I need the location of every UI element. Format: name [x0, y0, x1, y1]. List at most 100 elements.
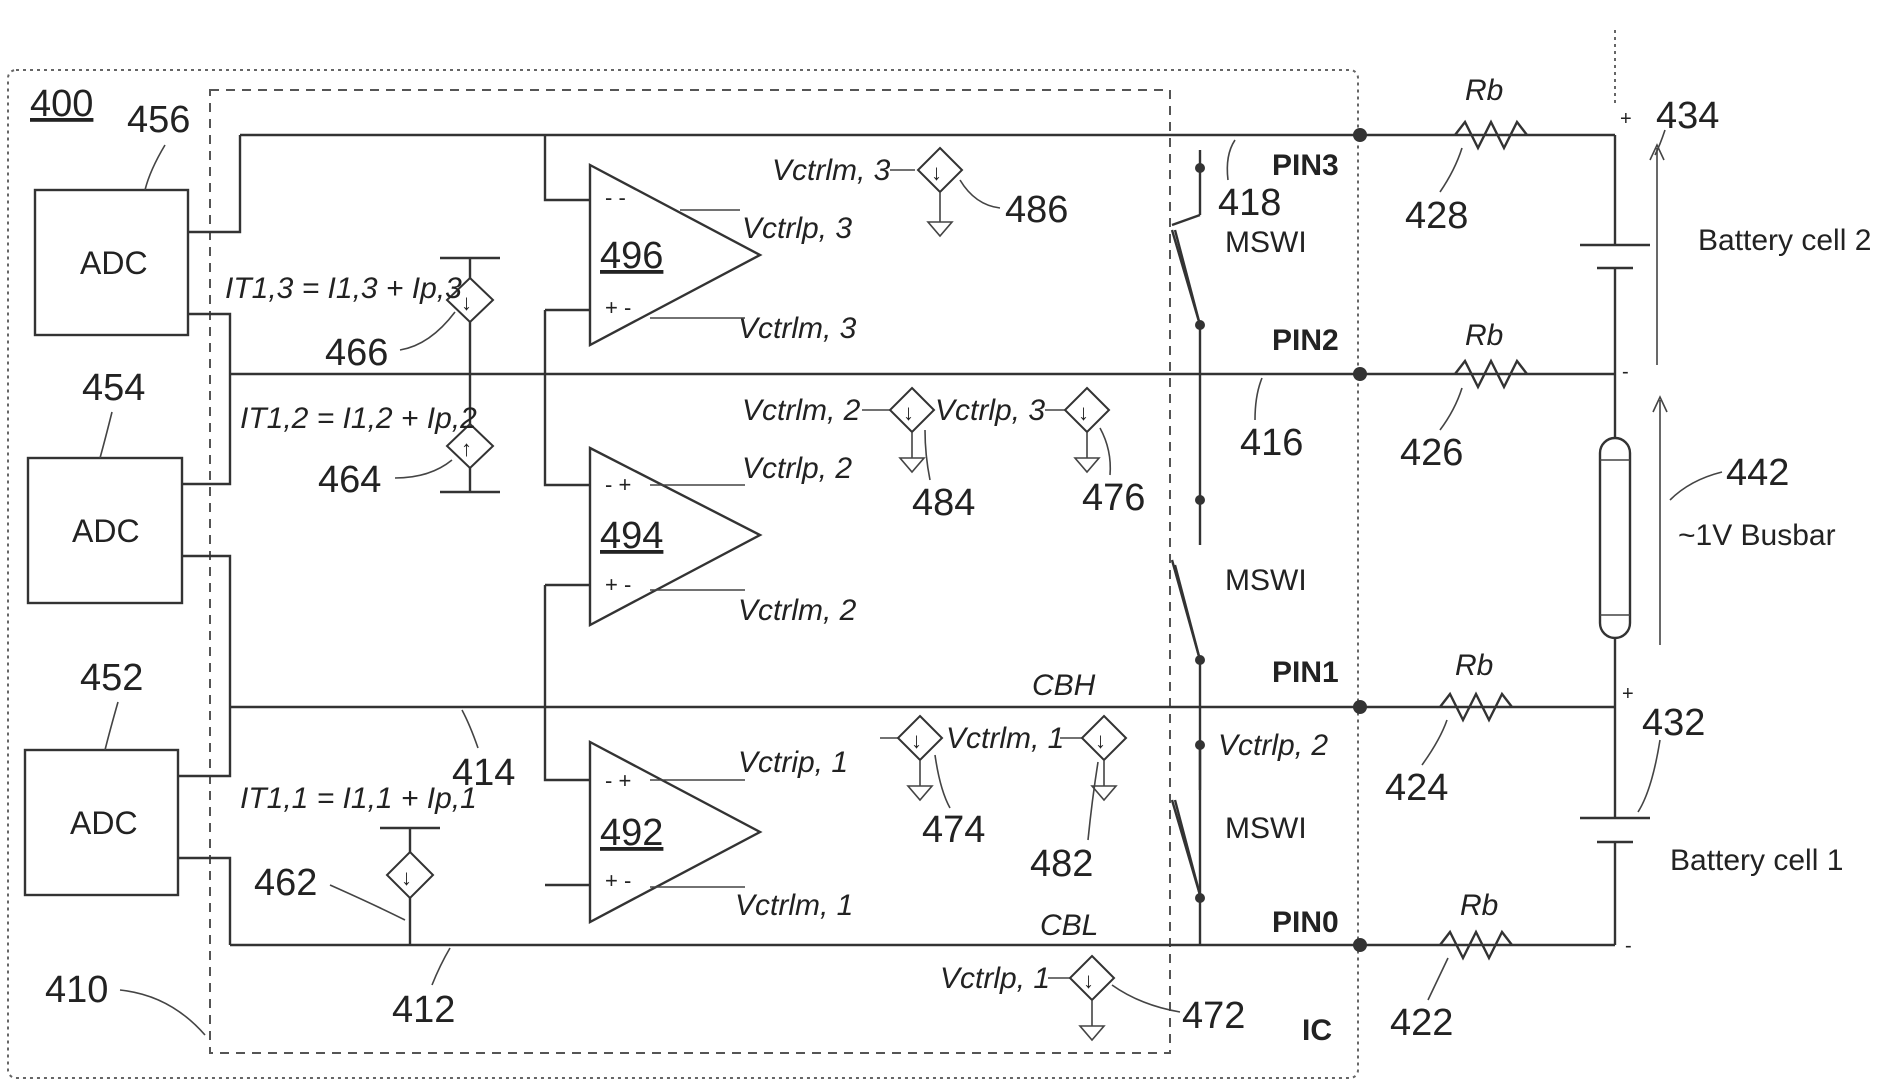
resistor-426-label: Rb: [1465, 319, 1503, 352]
cell-2-arrow: [1650, 145, 1664, 365]
resistor-426-leader: [1440, 388, 1462, 430]
resistor-428-leader: [1440, 148, 1462, 192]
busbar-arrow: [1653, 397, 1667, 645]
pin0-node: [1353, 938, 1367, 952]
source-482-ref: 482: [1030, 843, 1093, 885]
amp-492-plus: + -: [605, 868, 631, 893]
switch-node: [1195, 893, 1205, 903]
cell-2-plus: +: [1620, 108, 1632, 130]
pin0-label: PIN0: [1272, 906, 1339, 939]
switch-node: [1195, 495, 1205, 505]
cbl-label: CBL: [1040, 909, 1098, 942]
source-486-ref: 486: [1005, 189, 1068, 231]
source-484-ref: 484: [912, 482, 975, 524]
amplifier-496-ref: 496: [600, 235, 663, 277]
cbh-label: CBH: [1032, 669, 1096, 702]
source-464-arrow: ↑: [461, 436, 472, 461]
resistor-428-label: Rb: [1465, 74, 1503, 107]
resistor-422-leader: [1428, 958, 1448, 1000]
amp-496-plus: + -: [605, 295, 631, 320]
pin3-node: [1353, 128, 1367, 142]
busbar: [1600, 438, 1630, 638]
adc2-wire-b: [182, 556, 230, 707]
resistor-428-ref: 428: [1405, 195, 1468, 237]
adc3-wire-a: [188, 135, 240, 232]
source-476-gnd: [1075, 432, 1099, 472]
switch-3-blade: [1175, 230, 1200, 325]
svg-text:ADC: ADC: [70, 805, 138, 841]
resistor-424-label: Rb: [1455, 649, 1493, 682]
source-474-gnd: [908, 760, 932, 800]
adc-454-ref: 454: [82, 367, 145, 409]
source-484-leader: [925, 430, 930, 480]
busbar-label: ~1V Busbar: [1678, 519, 1836, 552]
pin1-label: PIN1: [1272, 656, 1339, 689]
tap-464-ref: 464: [318, 459, 381, 501]
battery-cell-1-label: Battery cell 1: [1670, 844, 1843, 877]
line-418-leader: [1227, 140, 1235, 180]
svg-text:ADC: ADC: [72, 513, 140, 549]
battery-cell-2: [1580, 245, 1650, 268]
amp-496-lim-label: Vctrlm, 3: [738, 312, 857, 345]
adc1-wire-a: [178, 707, 230, 776]
tap-462-leader: [330, 885, 405, 920]
switch-3-label: MSWI: [1225, 226, 1307, 259]
source-462-arrow: ↓: [401, 865, 412, 890]
busbar-ref: 442: [1726, 452, 1789, 494]
switch-node: [1195, 320, 1205, 330]
battery-cell-1-ref: 432: [1642, 702, 1705, 744]
source-482-label: Vctrlm, 1: [946, 722, 1064, 755]
amp-494-minus: - +: [605, 472, 631, 497]
figure-ref: 400: [30, 83, 93, 125]
source-482-leader: [1088, 762, 1098, 840]
source-486-leader: [960, 180, 1000, 208]
boundary-ref-leader: [120, 990, 205, 1035]
adc-454-leader: [100, 412, 112, 458]
amp-494-plus: + -: [605, 572, 631, 597]
source-472-sym: ↓: [1083, 968, 1094, 993]
adc-456-leader: [145, 145, 165, 190]
switch-node: [1195, 163, 1205, 173]
adc-452: ADC: [25, 750, 178, 895]
resistor-426-ref: 426: [1400, 432, 1463, 474]
adc-456-ref: 456: [127, 99, 190, 141]
source-486-label: Vctrlm, 3: [772, 154, 891, 187]
source-474-sym: ↓: [911, 728, 922, 753]
tap-464-equation: IT1,2 = I1,2 + Ip,2: [240, 402, 477, 435]
amplifier-494-ref: 494: [600, 515, 663, 557]
pin1-node: [1353, 700, 1367, 714]
adc2-wire-a: [182, 374, 230, 484]
adc-454: ADC: [28, 458, 182, 603]
switch-2-label: MSWI: [1225, 564, 1307, 597]
tap-466-equation: IT1,3 = I1,3 + Ip,3: [225, 272, 462, 305]
tap-466-ref: 466: [325, 332, 388, 374]
source-476-sym: ↓: [1078, 400, 1089, 425]
switch-2-blade: [1175, 565, 1200, 660]
battery-cell-1: [1580, 818, 1650, 842]
amp-496-wiring: [545, 135, 590, 885]
switch-1: [1172, 745, 1200, 895]
source-476-ref: 476: [1082, 477, 1145, 519]
busbar-leader: [1670, 472, 1722, 500]
tap-462-ref: 462: [254, 862, 317, 904]
tap-462-equation: IT1,1 = I1,1 + Ip,1: [240, 782, 477, 815]
pin3-label: PIN3: [1272, 149, 1339, 182]
line-414-leader: [462, 710, 478, 748]
switch-2: [1172, 500, 1200, 660]
source-476-leader: [1100, 428, 1110, 475]
line-412-leader: [432, 948, 450, 985]
cell-2-minus: -: [1622, 361, 1629, 383]
amp-492-trip-label: Vctrip, 1: [738, 746, 848, 779]
source-484-label: Vctrlm, 2: [742, 394, 861, 427]
line-416-ref: 416: [1240, 422, 1303, 464]
line-416-leader: [1255, 378, 1262, 420]
resistor-424-leader: [1422, 720, 1447, 765]
source-486-sym: ↓: [931, 160, 942, 185]
source-472-label: Vctrlp, 1: [940, 962, 1050, 995]
source-472-ref: 472: [1182, 995, 1245, 1037]
amp-494-trip-label: Vctrlp, 2: [742, 452, 852, 485]
source-472-gnd: [1080, 1000, 1104, 1040]
switch-1-blade: [1175, 800, 1200, 895]
adc-456: ADC: [35, 190, 188, 335]
resistor-422-label: Rb: [1460, 889, 1498, 922]
